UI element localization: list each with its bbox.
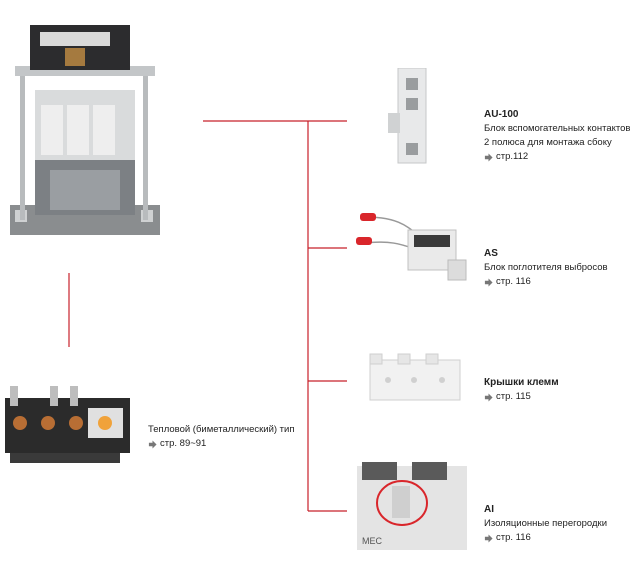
as-title: AS [484,248,498,259]
as-desc-1: Блок поглотителя выбросов [484,262,608,273]
arrow-right-icon [148,439,157,449]
thermal-relay-ref-link[interactable]: стр. 89~91 [160,438,207,449]
arrow-right-icon [484,392,493,402]
as-ref-link[interactable]: стр. 116 [496,276,531,287]
terminal-covers-photo [368,352,464,406]
ai-desc-1: Изоляционные перегородки [484,518,608,529]
label-ai: AI Изоляционные перегородки стр. 116 [484,503,607,545]
relay-box-brand: MEC [362,536,383,546]
ai-title: AI [484,504,494,515]
thermal-relay-photo [0,378,142,470]
au100-desc-2: 2 полюса для монтажа сбоку [484,137,612,148]
au100-title: AU-100 [484,109,519,120]
label-thermal-relay: Тепловой (биметаллический) тип стр. 89~9… [148,423,295,451]
label-terminal-covers: Крышки клемм стр. 115 [484,376,559,404]
terminal-covers-title: Крышки клемм [484,377,559,388]
thermal-relay-desc: Тепловой (биметаллический) тип [148,424,295,435]
au100-ref-link[interactable]: стр.112 [496,151,529,162]
ai-ref-link[interactable]: стр. 116 [496,532,531,543]
label-as: AS Блок поглотителя выбросов стр. 116 [484,247,608,289]
arrow-right-icon [484,277,493,287]
terminal-covers-ref-link[interactable]: стр. 115 [496,391,531,402]
au100-desc-1: Блок вспомогательных контактов [484,123,631,134]
as-photo [348,205,473,285]
contactor-photo [5,20,165,242]
ai-photo: MEC [352,458,472,550]
arrow-right-icon [484,533,493,543]
arrow-right-icon [484,152,493,162]
label-au100: AU-100 Блок вспомогательных контактов 2 … [484,108,630,164]
au100-photo [388,68,438,168]
